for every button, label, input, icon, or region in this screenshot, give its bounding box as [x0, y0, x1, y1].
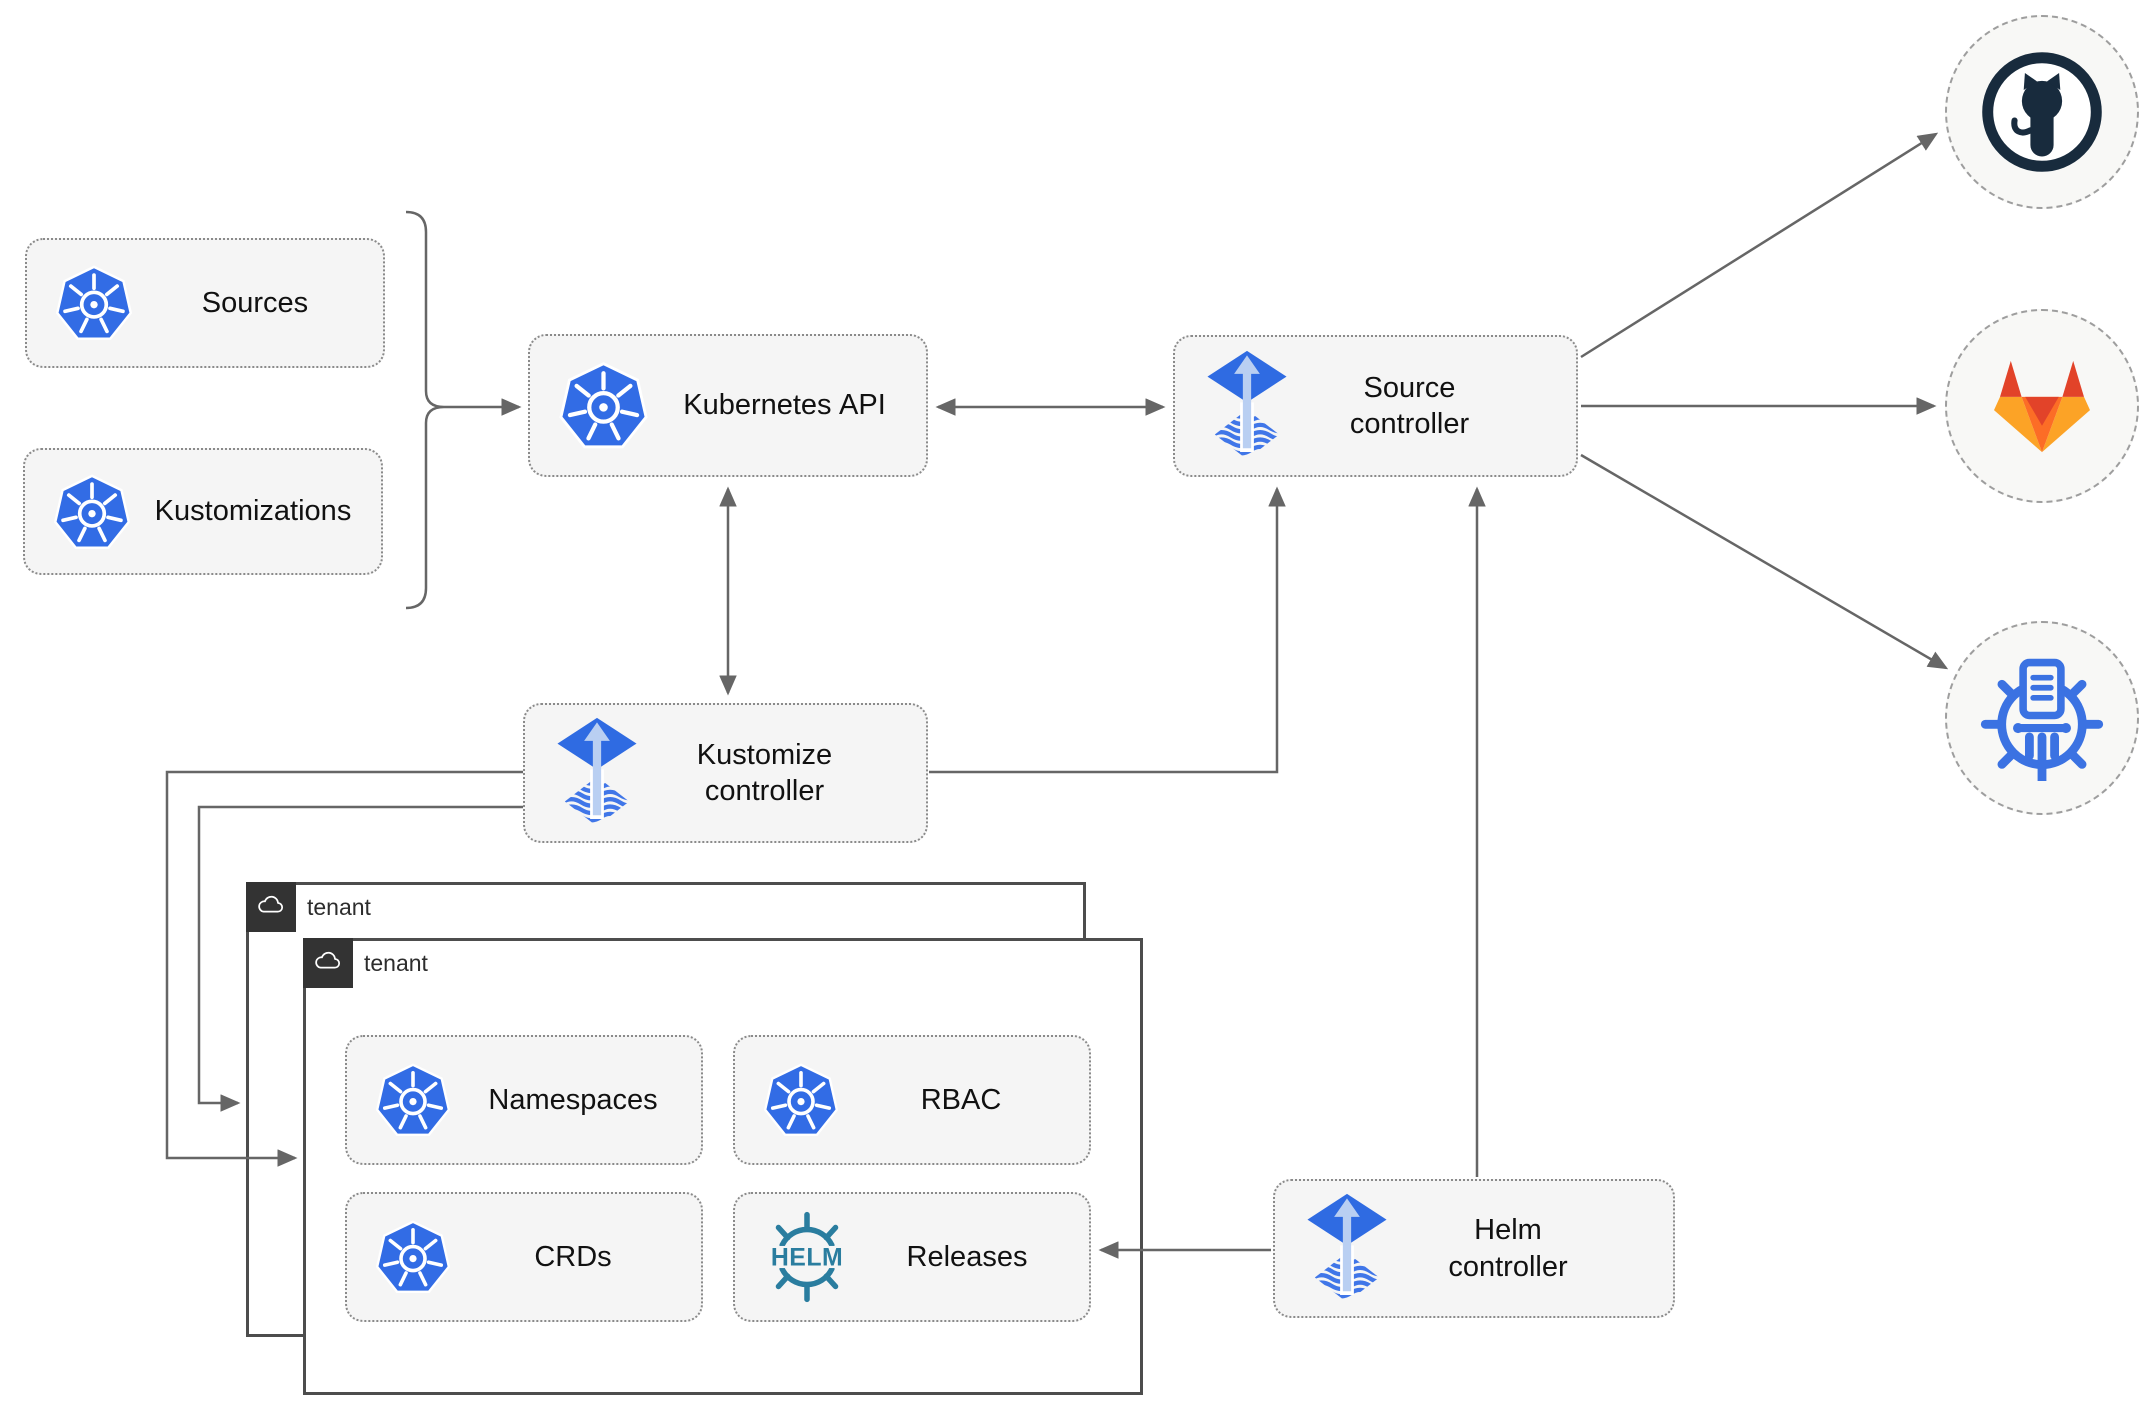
kubernetes-icon — [373, 1217, 453, 1297]
node-kustomize-controller: Kustomize controller — [523, 703, 928, 843]
arrow-source-to-helm-repository — [1580, 453, 1949, 670]
inner-tenant-label: tenant — [364, 949, 428, 976]
endpoint-helm-repository — [1945, 621, 2139, 815]
kubernetes-icon — [761, 1060, 841, 1140]
node-label: Sources — [201, 286, 309, 319]
gitlab-icon — [1982, 356, 2102, 457]
kubernetes-icon — [556, 358, 651, 453]
cloud-icon — [255, 891, 287, 923]
flux-icon — [551, 716, 643, 830]
outer-tenant-label: tenant — [307, 893, 371, 920]
arrow-source-to-github — [1580, 132, 1939, 359]
inner-tenant-header — [303, 938, 353, 988]
node-label: Helm controller — [1448, 1214, 1568, 1283]
kubernetes-icon — [51, 471, 133, 553]
node-crds: CRDs — [345, 1192, 703, 1322]
node-label: Releases — [906, 1240, 1028, 1273]
node-label: Source controller — [1349, 371, 1470, 440]
group-bracket — [405, 210, 445, 610]
outer-tenant-header — [246, 882, 296, 932]
flux-icon — [1301, 1192, 1393, 1306]
kubernetes-icon — [53, 262, 135, 344]
node-label: Namespaces — [488, 1083, 658, 1116]
node-rbac: RBAC — [733, 1035, 1091, 1165]
endpoint-gitlab — [1945, 309, 2139, 503]
endpoint-github — [1945, 15, 2139, 209]
github-icon — [1981, 51, 2103, 173]
helm-icon — [761, 1211, 853, 1303]
node-releases: Releases — [733, 1192, 1091, 1322]
node-label: Kustomizations — [154, 495, 352, 528]
node-namespaces: Namespaces — [345, 1035, 703, 1165]
node-helm-controller: Helm controller — [1273, 1179, 1675, 1318]
inner-tenant-container: tenant — [303, 938, 1143, 1395]
node-source-controller: Source controller — [1173, 335, 1578, 477]
node-label: RBAC — [920, 1083, 1002, 1116]
cloud-icon — [312, 947, 344, 979]
node-label: Kubernetes API — [683, 389, 886, 422]
node-label: Kustomize controller — [696, 738, 833, 807]
helm-repository-icon — [1979, 655, 2105, 781]
node-sources: Sources — [25, 238, 385, 368]
node-label: CRDs — [534, 1240, 612, 1273]
node-kustomizations: Kustomizations — [23, 448, 383, 575]
flux-icon — [1201, 349, 1293, 463]
kubernetes-icon — [373, 1060, 453, 1140]
node-kubernetes-api: Kubernetes API — [528, 334, 928, 477]
arrow-kustomize-to-source-controller — [929, 486, 1286, 774]
